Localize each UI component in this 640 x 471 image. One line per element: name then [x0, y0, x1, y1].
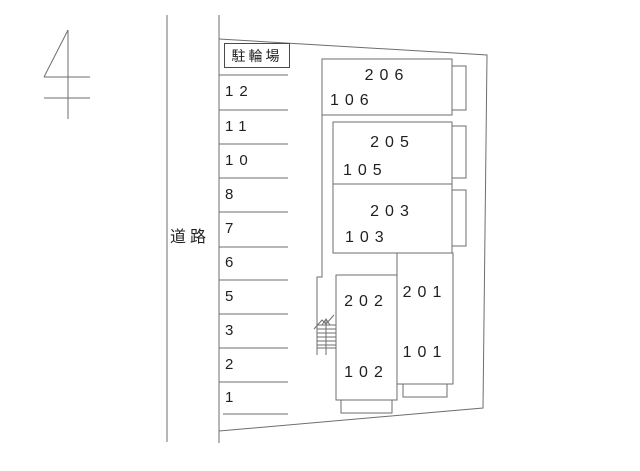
unit-label-105: 105: [343, 162, 388, 179]
bicycle-parking-label: 駐輪場: [224, 43, 290, 68]
unit-label-106: 106: [330, 92, 375, 109]
unit-label-201: 201: [402, 284, 448, 301]
parking-space-2: 2: [225, 356, 240, 373]
unit-label-202: 202: [344, 293, 389, 310]
building-outlines: [316, 58, 467, 414]
balcony-206: [451, 65, 467, 111]
parking-space-6: 6: [225, 254, 240, 271]
parking-space-1: 1: [225, 389, 240, 406]
parking-space-8: 8: [225, 186, 240, 203]
parking-space-5: 5: [225, 288, 240, 305]
parking-space-12: 12: [225, 83, 254, 100]
balcony-203: [451, 189, 467, 247]
north-arrow-icon: [43, 29, 90, 119]
block-201-101-outline: [396, 252, 454, 385]
block-203-103-outline: [332, 183, 453, 254]
entry-step-101: [402, 383, 448, 398]
unit-label-206: 206: [364, 67, 410, 84]
stairs-icon: [313, 314, 336, 355]
block-206-106-outline: [321, 58, 453, 116]
unit-label-102: 102: [344, 364, 389, 381]
walkway-edge: [316, 115, 323, 355]
unit-label-203: 203: [370, 203, 415, 220]
unit-label-101: 101: [402, 344, 448, 361]
parking-space-11: 11: [225, 118, 253, 135]
block-205-105-outline: [332, 121, 453, 185]
bicycle-parking-label-text: 駐輪場: [231, 47, 283, 64]
balcony-205: [451, 125, 467, 179]
site-boundary: [218, 38, 488, 432]
road-edge-lines: [166, 15, 220, 443]
parking-space-3: 3: [225, 322, 240, 339]
road-label: 道路: [170, 229, 211, 246]
unit-label-205: 205: [370, 134, 415, 151]
parking-space-10: 10: [225, 152, 254, 169]
entry-step-102: [340, 399, 393, 414]
parking-space-7: 7: [225, 220, 240, 237]
parking-stall-lines: [219, 74, 288, 415]
unit-label-103: 103: [345, 229, 390, 246]
